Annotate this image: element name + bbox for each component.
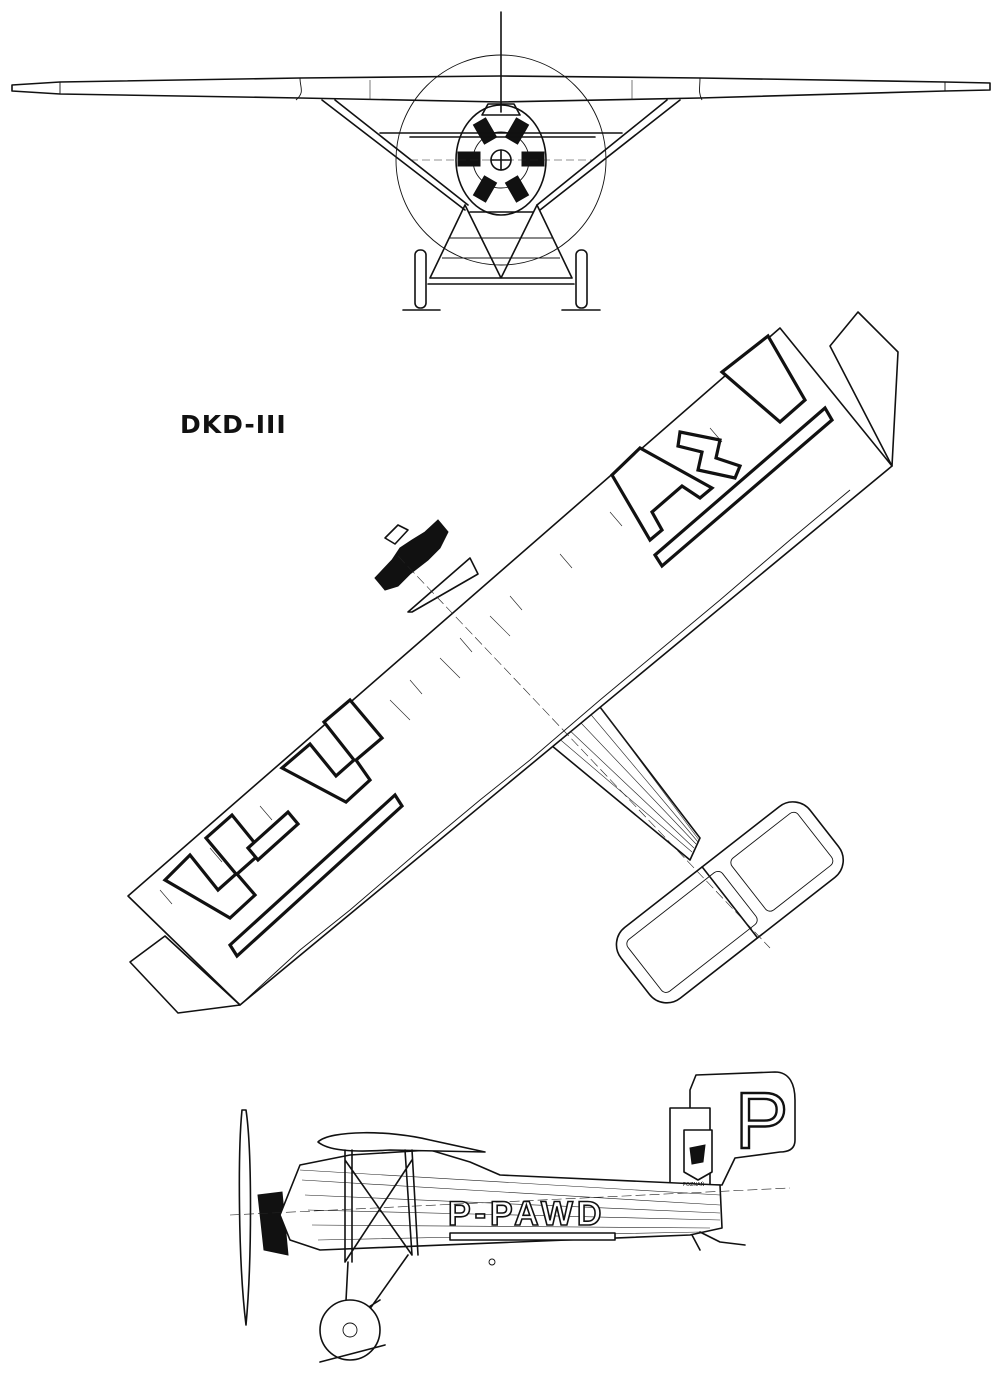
tail-emblem: POZNAŃ	[683, 1129, 713, 1188]
side-engine	[257, 1191, 289, 1256]
drawing-title: DKD-III	[180, 410, 287, 439]
wing-dash	[245, 809, 301, 863]
cabane-struts	[344, 1149, 419, 1263]
fin-letter: P	[735, 1076, 788, 1165]
wing-underline-left	[227, 792, 405, 959]
side-wing	[317, 1131, 486, 1153]
top-engine	[374, 519, 449, 591]
wing-letter-A	[609, 446, 715, 543]
right-wheel	[575, 249, 588, 309]
side-fin	[689, 1071, 796, 1186]
fuselage-registration: P-PAWD	[448, 1195, 605, 1233]
wing-struts	[321, 99, 681, 211]
tailskid	[691, 1231, 746, 1251]
main-wing-top	[127, 311, 899, 1014]
top-view	[127, 311, 899, 1014]
left-wheel	[414, 249, 427, 309]
side-view: P-PAWD P POZNAŃ	[229, 1071, 796, 1363]
side-wheel	[319, 1299, 381, 1361]
wing-letter-P-mid	[279, 697, 385, 804]
front-landing-gear	[427, 204, 575, 285]
side-propeller	[238, 1109, 252, 1326]
front-wing	[11, 75, 991, 103]
wing-letter-D	[719, 333, 808, 425]
wing-letter-W	[676, 430, 743, 480]
wing-underline-right	[652, 405, 835, 569]
tailplane	[615, 801, 845, 1004]
wing-letter-P-left	[162, 812, 265, 920]
front-view	[11, 11, 991, 311]
svg-text:POZNAŃ: POZNAŃ	[683, 1181, 705, 1188]
